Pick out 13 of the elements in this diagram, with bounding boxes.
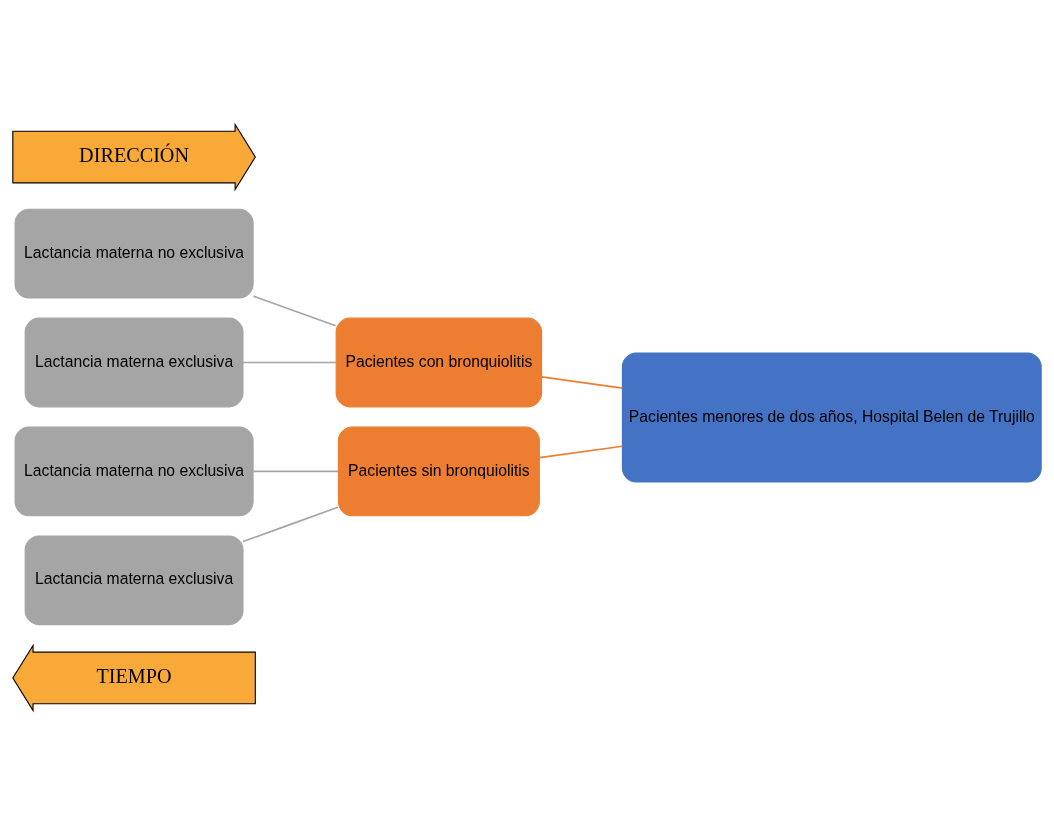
node-box: Lactancia materna exclusiva: [24, 535, 244, 626]
node-box: Pacientes sin bronquiolitis: [337, 426, 540, 517]
connector: [540, 375, 624, 389]
node-box: Pacientes con bronquiolitis: [335, 317, 543, 408]
node-box: Lactancia materna no exclusiva: [14, 426, 254, 517]
connector: [252, 470, 339, 473]
connector: [252, 295, 337, 327]
connector: [538, 445, 624, 459]
node-box: Lactancia materna exclusiva: [24, 317, 244, 408]
connector: [242, 506, 339, 543]
node-box: Pacientes menores de dos años, Hospital Belen de Trujillo: [621, 352, 1042, 483]
node-box: Lactancia materna no exclusiva: [14, 208, 254, 299]
connector: [242, 361, 337, 364]
